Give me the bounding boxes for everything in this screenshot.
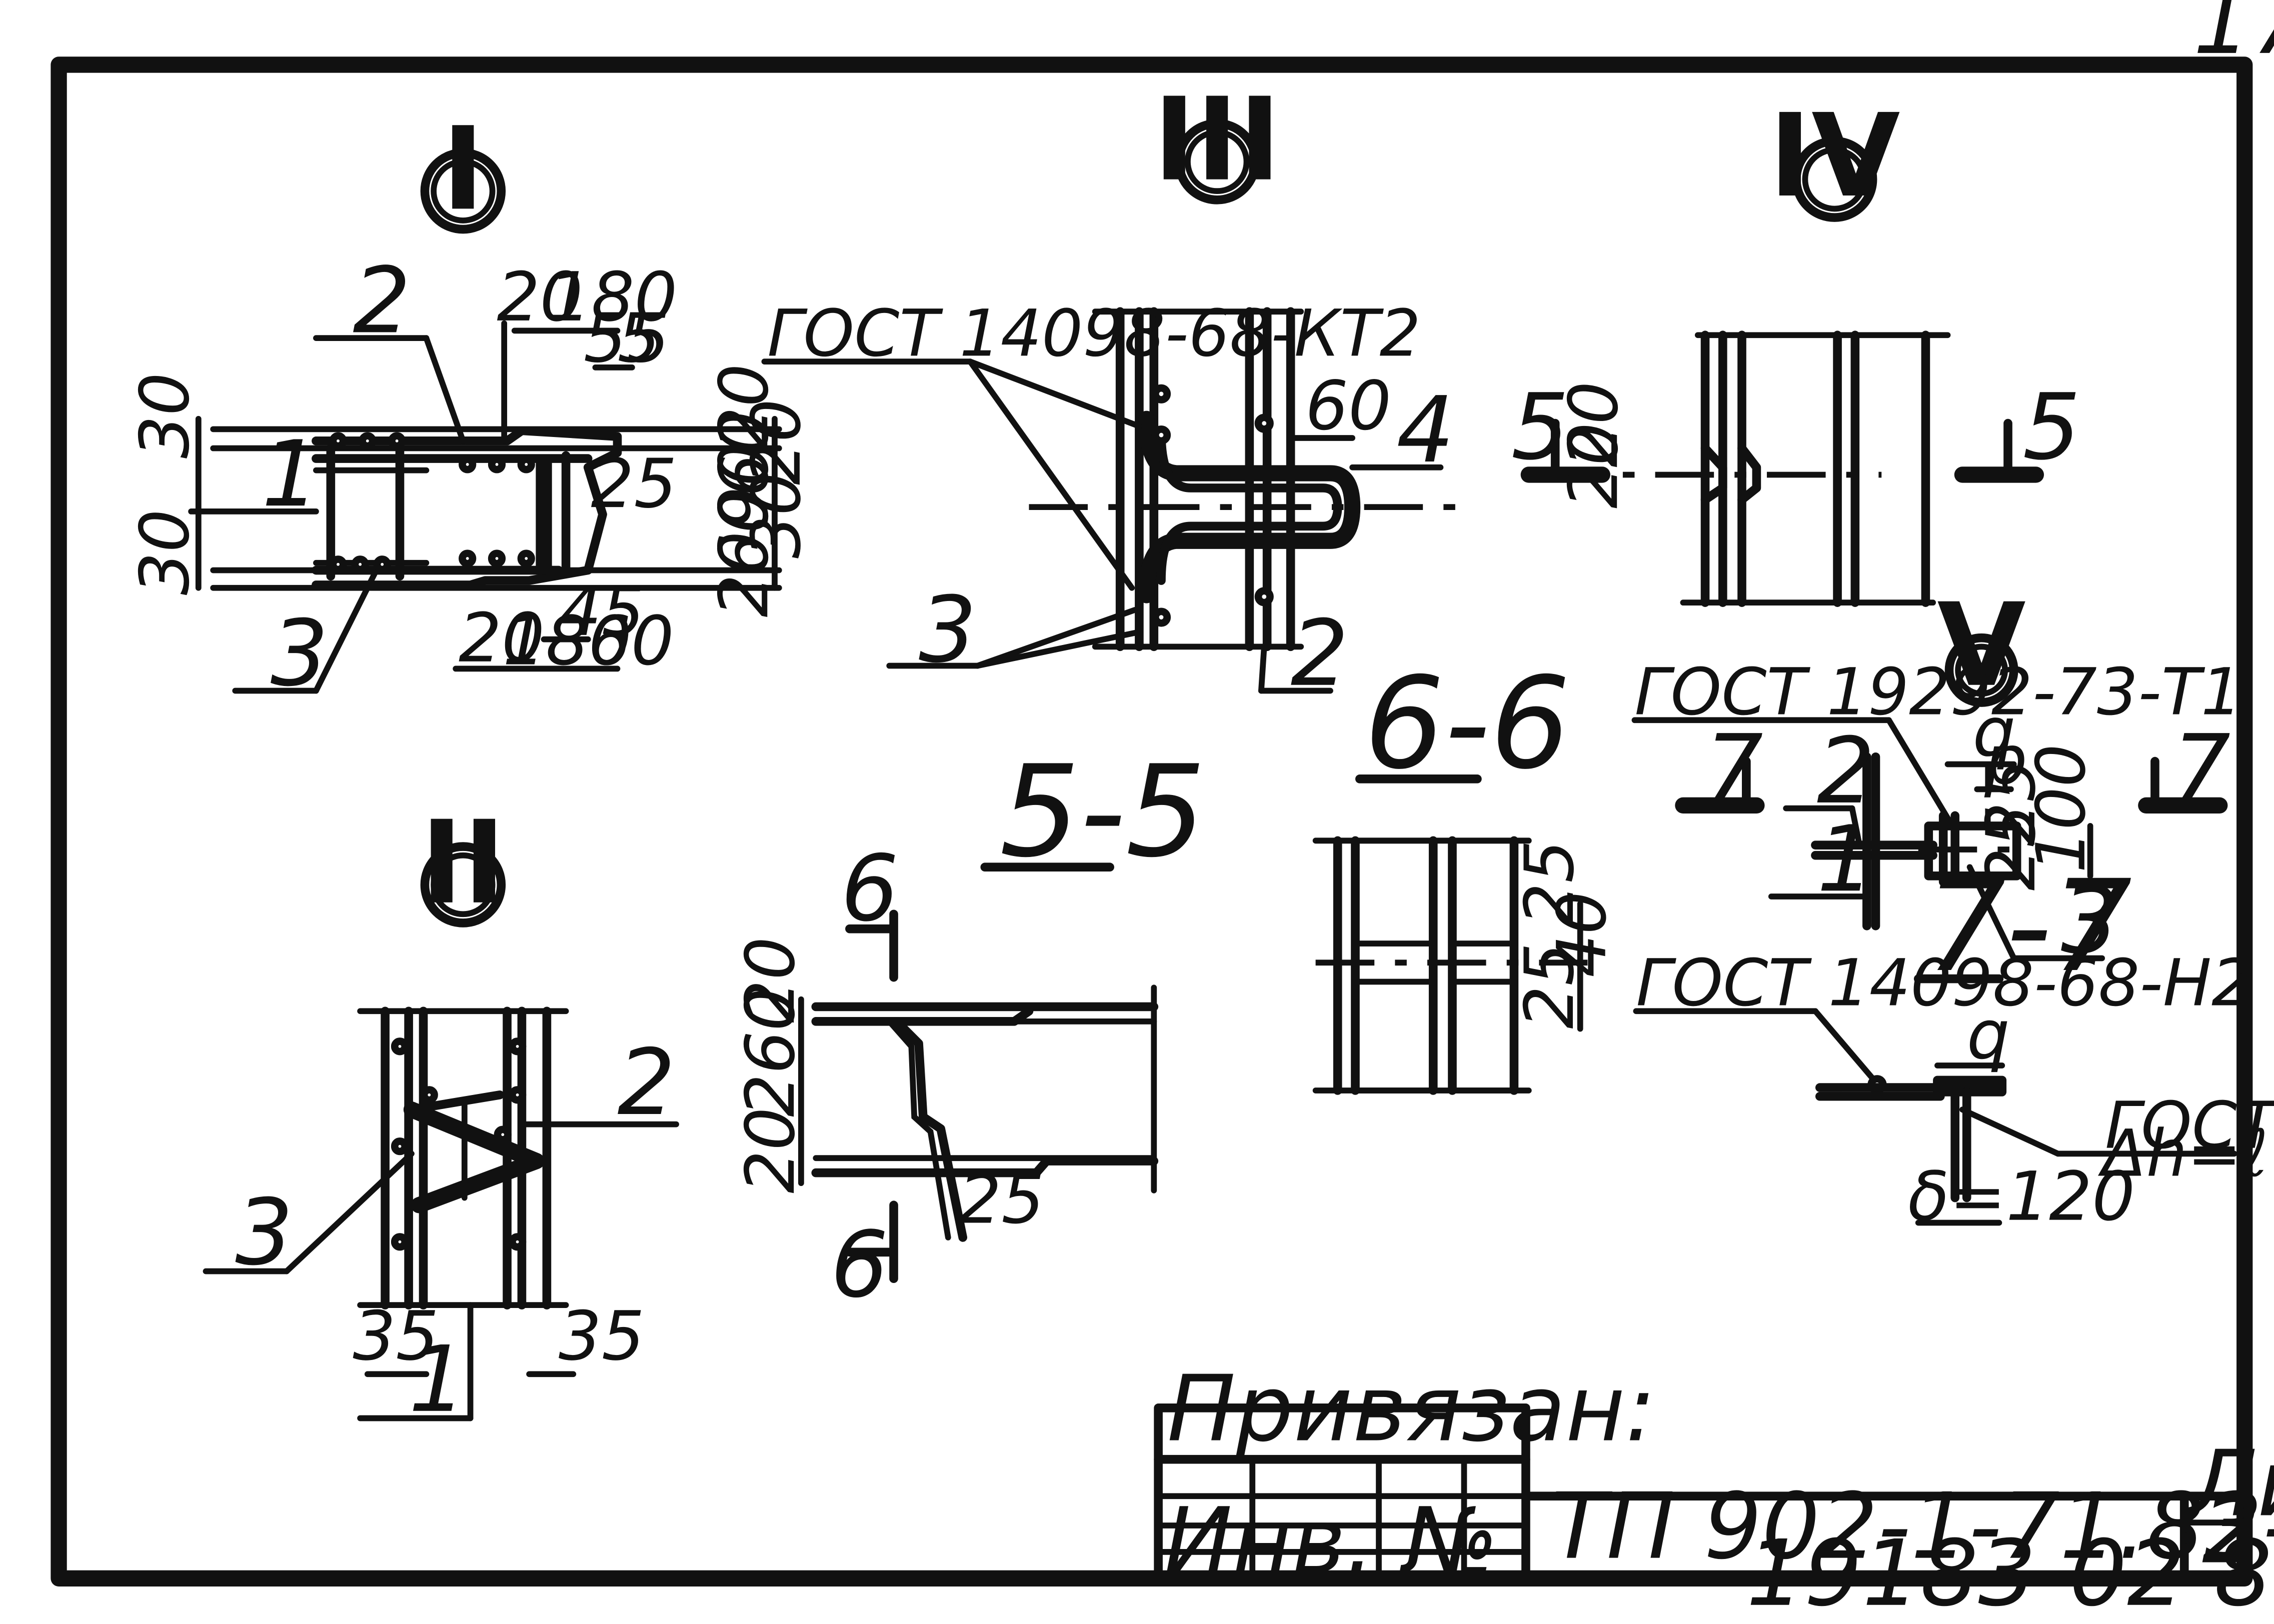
callout-2: 2 [617, 1030, 675, 1136]
detail-III: III ГОСТ 14098-68-КТ2 4 3 2 60 [761, 74, 1455, 706]
svg-text:60: 60 [705, 490, 783, 576]
svg-text:90: 90 [705, 443, 783, 529]
svg-text:20: 20 [1554, 422, 1633, 508]
svg-text:25: 25 [591, 444, 677, 523]
cut-label-5-right: 5 [2022, 374, 2080, 480]
callout-2: 2 [1817, 718, 1875, 824]
detail-marker-IV: IV [1769, 90, 1900, 223]
callout-2: 2 [353, 248, 411, 354]
cut-label-7-left: 7 [1705, 715, 1763, 821]
detail-II: II 2 3 1 35 35 [203, 796, 679, 1432]
weld-size-note: Δh=ℓ [2097, 1116, 2268, 1191]
svg-text:25: 25 [1510, 840, 1589, 926]
svg-text:55: 55 [584, 299, 670, 378]
svg-text:20: 20 [497, 258, 583, 336]
callout-1: 1 [262, 421, 320, 527]
svg-text:30: 30 [126, 372, 204, 458]
svg-text:q: q [1972, 693, 2015, 772]
cut-label-5-left: 5 [1511, 374, 1569, 480]
svg-text:60: 60 [705, 411, 783, 497]
svg-text:q: q [1967, 996, 2010, 1074]
callout-1: 1 [1817, 806, 1875, 912]
detail-I-dimensions: 20 180 55 5 30 30 20 60 20 90 30 60 20 2… [126, 258, 816, 680]
sheet-label: Лист [2186, 1430, 2274, 1536]
detail-marker-circle [420, 842, 506, 928]
cut-label-6-top: 6 [841, 836, 899, 942]
detail-I: I 2 1 [126, 102, 816, 706]
svg-text:25: 25 [1510, 943, 1589, 1029]
drawing-frame [51, 56, 2253, 1586]
svg-text:p: p [1984, 721, 2027, 800]
callout-3: 3 [919, 577, 977, 683]
archive-number: 19183-02 8 [1746, 1520, 2272, 1624]
svg-text:60: 60 [588, 602, 674, 680]
callout-1: 1 [409, 1326, 467, 1432]
svg-text:100: 100 [2022, 744, 2100, 873]
svg-text:180: 180 [503, 602, 632, 680]
rebar-dots [329, 432, 535, 574]
section-7-7: 7-7 ГОСТ 14098-68-Н2 q δ=120 ГОСТ 5264-8… [1633, 852, 2274, 1236]
svg-text:20: 20 [731, 1108, 810, 1194]
cut-label-6-bottom: 6 [831, 1212, 889, 1318]
callout-3: 3 [271, 600, 329, 706]
callout-3: 3 [2061, 868, 2119, 974]
detail-marker-I: I [442, 102, 484, 236]
privyazan-label: Привязан: [1167, 1356, 1656, 1462]
svg-text:5: 5 [617, 299, 660, 378]
section-6-6: 6-6 25 40 25 [1312, 650, 1621, 1095]
svg-text:260: 260 [731, 988, 810, 1117]
gost-14098-kt2: ГОСТ 14098-68-КТ2 [767, 296, 1421, 371]
section-5-5: 5-5 6 6 20 260 20 25 [731, 738, 1206, 1318]
detail-marker-III: III [1153, 74, 1281, 207]
svg-text:20: 20 [737, 399, 816, 485]
inv-number-label: Инв. № [1164, 1488, 1498, 1594]
svg-text:20: 20 [1554, 382, 1633, 468]
sheet-number: 2 [2202, 1478, 2260, 1584]
svg-text:δ=120: δ=120 [1908, 1158, 2135, 1236]
section-title-5-5: 5-5 [1000, 738, 1206, 886]
detail-marker-V: V [1937, 579, 2025, 712]
detail-marker-II: II [421, 796, 506, 930]
callout-4: 4 [1396, 377, 1454, 483]
svg-text:20: 20 [731, 937, 810, 1023]
gost-5264-80: ГОСТ 5264-80 [2105, 1088, 2274, 1164]
svg-text:25: 25 [958, 1160, 1044, 1239]
detail-marker-circle [420, 148, 506, 234]
svg-text:20: 20 [705, 364, 783, 450]
drawing-code: ТП 902-1-71.83-КЖИ-1ПС66-2Ш-1 СБ [1551, 1474, 2274, 1580]
svg-text:35: 35 [559, 1297, 645, 1376]
svg-text:180: 180 [548, 258, 677, 336]
svg-text:30: 30 [737, 472, 816, 558]
detail-marker-circle [1944, 633, 2018, 707]
svg-text:30: 30 [126, 509, 204, 595]
dim-60: 60 [1305, 366, 1391, 445]
svg-text:20: 20 [705, 532, 783, 618]
detail-marker-circle [1174, 119, 1260, 204]
section-title-6-6: 6-6 [1364, 650, 1571, 797]
detail-IV: IV 5 5 20 20 [1511, 90, 2080, 607]
svg-text:20: 20 [459, 599, 545, 678]
callout-2: 2 [1291, 600, 1349, 706]
svg-text:45: 45 [559, 572, 645, 651]
svg-text:35: 35 [353, 1297, 439, 1376]
detail-marker-circle [1791, 136, 1877, 222]
svg-text:25: 25 [1972, 759, 2050, 845]
callout-3: 3 [235, 1180, 293, 1286]
cut-label-7-right: 7 [2172, 715, 2230, 821]
title-block: Привязан: Инв. № ТП 902-1-71.83-КЖИ-1ПС6… [1154, 1356, 2274, 1624]
detail-V: V ГОСТ 19292-73-Т1 7 7 2 1 3 q p 25 100 … [1631, 579, 2242, 974]
svg-text:40: 40 [1543, 892, 1621, 978]
svg-text:25: 25 [1972, 804, 2050, 890]
